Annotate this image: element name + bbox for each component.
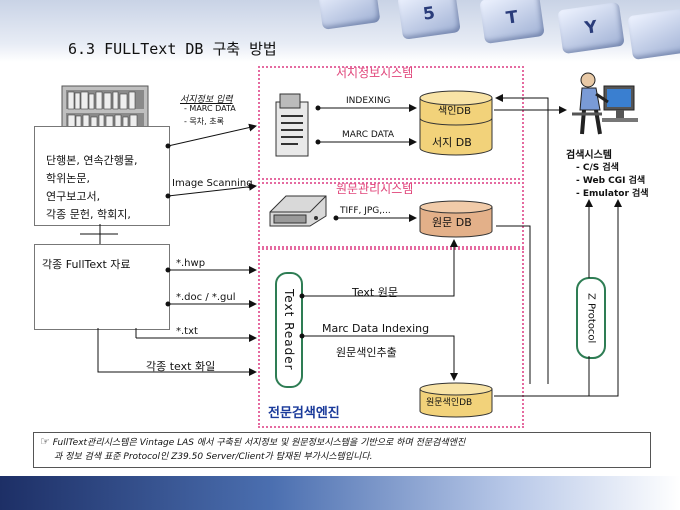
original-db-label: 원문 DB <box>432 216 472 229</box>
format-txt: *.txt <box>176 326 198 337</box>
original-index-db-cylinder <box>419 382 493 418</box>
marc-data-label: MARC DATA <box>342 130 395 140</box>
footnote-line-1: FullText관리시스템은 Vintage LAS 에서 구축된 서지정보 및… <box>52 438 466 448</box>
bib-input-toc: - 목차, 초록 <box>184 117 224 126</box>
source-item: 각종 문헌, 학회지, <box>46 208 131 221</box>
source-materials-box <box>34 126 170 226</box>
tiff-label: TIFF, JPG,... <box>340 206 391 216</box>
bib-db-label: 서지 DB <box>432 136 472 149</box>
search-engine-box <box>258 248 524 428</box>
source-item: 단행본, 연속간행물, <box>46 154 138 167</box>
footer-band <box>0 476 680 510</box>
scanner-icon <box>269 195 327 227</box>
index-db-label: 색인DB <box>438 106 471 117</box>
search-system-title: 검색시스템 <box>566 150 612 161</box>
header-keyboard-image: 5 T Y <box>0 0 680 62</box>
image-scanning-label: Image Scanning <box>172 178 253 189</box>
footnote-box: ☞ FullText관리시스템은 Vintage LAS 에서 구축된 서지정보… <box>33 432 651 468</box>
source-item: 연구보고서, <box>46 190 101 203</box>
z-protocol-module: Z Protocol <box>576 277 606 359</box>
bib-input-marc: - MARC DATA <box>184 104 236 113</box>
text-files-label: 각종 text 화일 <box>146 360 216 373</box>
fulltext-source-label: 각종 FullText 자료 <box>42 258 131 271</box>
bib-system-title: 서지정보시스템 <box>336 66 414 80</box>
pointing-hand-icon: ☞ <box>40 435 50 448</box>
search-system-item: - C/S 검색 <box>576 163 619 173</box>
original-index-db-label: 원문색인DB <box>426 398 473 408</box>
original-db-cylinder <box>419 200 493 238</box>
user-at-computer-icon <box>572 72 638 135</box>
footnote-line-2: 과 정보 검색 표준 Protocol인 Z39.50 Server/Clien… <box>54 452 373 462</box>
source-item: 학위논문, <box>46 172 90 185</box>
format-doc: *.doc / *.gul <box>176 292 236 303</box>
search-system-item: - Web CGI 검색 <box>576 176 646 186</box>
indexing-label: INDEXING <box>346 96 391 106</box>
index-extract-label: 원문색인추출 <box>336 346 397 359</box>
fulltext-source-box <box>34 244 170 330</box>
fulltext-system-title: 원문관리시스템 <box>336 182 414 196</box>
format-hwp: *.hwp <box>176 258 206 269</box>
text-reader-module: Text Reader <box>275 272 303 388</box>
search-engine-title: 전문검색엔진 <box>268 406 340 421</box>
index-db-cylinder <box>419 90 493 156</box>
search-system-item: - Emulator 검색 <box>576 189 649 199</box>
document-icon <box>275 93 309 157</box>
bib-input-label: 서지정보 입력 <box>180 95 233 105</box>
fulltext-system-box <box>258 182 524 248</box>
page-title: 6.3 FULLText DB 구축 방법 <box>68 40 277 58</box>
bib-system-box <box>258 66 524 180</box>
marc-indexing-label: Marc Data Indexing <box>322 322 430 335</box>
